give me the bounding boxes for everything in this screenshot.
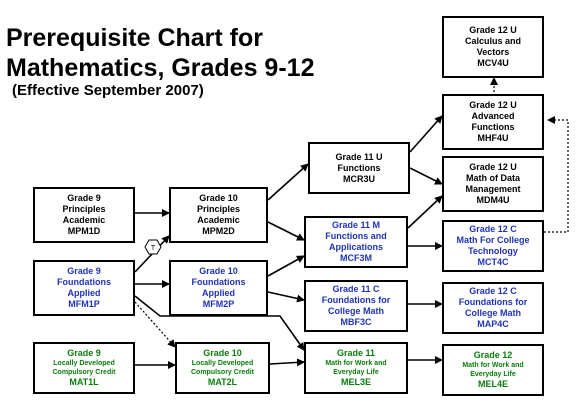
arrow-mcr3u-mhf4u: [409, 115, 443, 153]
course-grade: Grade 10: [199, 266, 238, 276]
course-box-mcf3m: Grade 11 M Functions and Applications MC…: [304, 216, 408, 268]
course-name: Functions: [471, 122, 515, 132]
course-code: MBF3C: [340, 317, 372, 327]
course-box-mel3e: Grade 11 Math for Work and Everyday Life…: [304, 342, 408, 394]
course-name: Advanced: [471, 111, 515, 121]
arrow-mpm2d-mcf3m: [267, 221, 305, 241]
course-name: Math For College: [456, 235, 530, 245]
course-name: Everyday Life: [333, 369, 379, 376]
course-name: Management: [465, 184, 521, 194]
course-name: Foundations: [191, 277, 246, 287]
course-box-mct4c: Grade 12 C Math For College Technology M…: [442, 220, 544, 272]
course-code: MEL3E: [340, 377, 371, 387]
course-name: Calculus and: [464, 36, 521, 46]
arrow-mct4c-mhf4u: [544, 116, 569, 233]
course-grade: Grade 11: [336, 348, 376, 358]
course-code: MCF3M: [340, 253, 372, 263]
course-code: MAP4C: [477, 319, 509, 329]
course-grade: Grade 11 M: [331, 220, 381, 230]
course-grade: Grade 10: [199, 193, 238, 203]
arrow-mfm2p-mbf3c: [267, 291, 305, 303]
course-box-mhf4u: Grade 12 U Advanced Functions MHF4U: [442, 94, 544, 150]
course-box-mat1l: Grade 9 Locally Developed Compulsory Cre…: [33, 342, 135, 394]
course-grade: Grade 12: [473, 350, 513, 360]
course-name: Foundations for: [321, 295, 391, 305]
course-grade: Grade 12 U: [469, 25, 517, 35]
arrow-mfm2p-mcf3m: [267, 255, 305, 277]
course-box-mpm1d: Grade 9 Principles Academic MPM1D: [33, 187, 135, 243]
page-subtitle: (Effective September 2007): [12, 82, 204, 99]
course-grade: Grade 12 C: [469, 224, 517, 234]
course-box-mfm1p: Grade 9 Foundations Applied MFM1P: [33, 260, 135, 316]
course-name: Technology: [468, 246, 518, 256]
course-box-map4c: Grade 12 C Foundations for College Math …: [442, 282, 544, 334]
course-grade: Grade 12 U: [469, 100, 517, 110]
page-title-line-1: Prerequisite Chart for: [6, 24, 264, 52]
course-grade: Grade 9: [67, 266, 101, 276]
course-grade: Grade 9: [67, 193, 101, 203]
course-code: MDM4U: [476, 195, 510, 205]
course-box-mdm4u: Grade 12 U Math of Data Management MDM4U: [442, 156, 544, 212]
course-grade: Grade 12 U: [469, 162, 517, 172]
course-box-mpm2d: Grade 10 Principles Academic MPM2D: [169, 187, 268, 243]
course-code: MEL4E: [477, 379, 508, 389]
course-name: Functions: [337, 162, 381, 173]
course-code: MAT1L: [69, 377, 99, 387]
course-code: MPM2D: [202, 226, 235, 236]
course-name: Foundations for: [458, 297, 528, 307]
course-name: Applications: [328, 242, 383, 252]
transfer-hexagon-icon: [144, 239, 162, 255]
course-name: Functions and: [325, 231, 387, 241]
course-name: Principles: [196, 204, 241, 214]
arrow-mfm1p-mel3e: [134, 295, 305, 351]
course-box-mbf3c: Grade 11 C Foundations for College Math …: [304, 280, 408, 332]
transfer-badge-label: T: [151, 245, 156, 252]
course-grade: Grade 11 U: [335, 151, 383, 162]
course-grade: Grade 9: [67, 348, 101, 358]
arrow-mpm2d-mcr3u: [267, 163, 309, 201]
course-code: MPM1D: [67, 226, 101, 236]
arrow-mcf3m-mdm4u: [407, 195, 443, 229]
course-name: Academic: [197, 215, 240, 225]
course-name: Foundations: [57, 277, 111, 287]
arrow-mat2l-mel3e: [269, 358, 305, 367]
course-name: Locally Developed: [191, 360, 254, 367]
arrow-mcr3u-mdm4u: [409, 167, 443, 185]
course-name: Academic: [62, 215, 106, 225]
course-name: Everyday Life: [470, 371, 516, 378]
course-name: Math for Work and: [325, 360, 387, 367]
course-box-mcr3u: Grade 11 U Functions MCR3U: [308, 142, 410, 194]
course-box-mfm2p: Grade 10 Foundations Applied MFM2P: [169, 260, 268, 316]
course-name: Compulsory Credit: [52, 369, 116, 376]
course-box-mel4e: Grade 12 Math for Work and Everyday Life…: [442, 344, 544, 396]
course-box-mat2l: Grade 10 Locally Developed Compulsory Cr…: [175, 342, 270, 394]
course-code: MCT4C: [477, 257, 509, 267]
course-name: College Math: [327, 306, 384, 316]
course-code: MAT2L: [207, 377, 238, 387]
course-name: Vectors: [476, 47, 510, 57]
course-name: Math for Work and: [462, 362, 524, 369]
course-name: Math of Data: [466, 173, 520, 183]
course-name: Compulsory Credit: [190, 369, 254, 376]
course-name: Principles: [62, 204, 106, 214]
course-box-mcv4u: Grade 12 U Calculus and Vectors MCV4U: [442, 16, 544, 78]
course-name: College Math: [464, 308, 521, 318]
page-title-line-2: Mathematics, Grades 9-12: [6, 54, 315, 82]
course-code: MFM2P: [202, 299, 235, 309]
course-code: MHF4U: [477, 133, 509, 143]
course-code: MCV4U: [477, 58, 509, 68]
course-name: Applied: [202, 288, 235, 298]
course-grade: Grade 12 C: [469, 286, 517, 296]
course-grade: Grade 11 C: [332, 284, 380, 294]
course-grade: Grade 10: [203, 348, 242, 358]
course-name: Locally Developed: [53, 360, 115, 367]
course-code: MFM1P: [68, 299, 100, 309]
course-name: Applied: [67, 288, 101, 298]
course-code: MCR3U: [342, 173, 375, 184]
